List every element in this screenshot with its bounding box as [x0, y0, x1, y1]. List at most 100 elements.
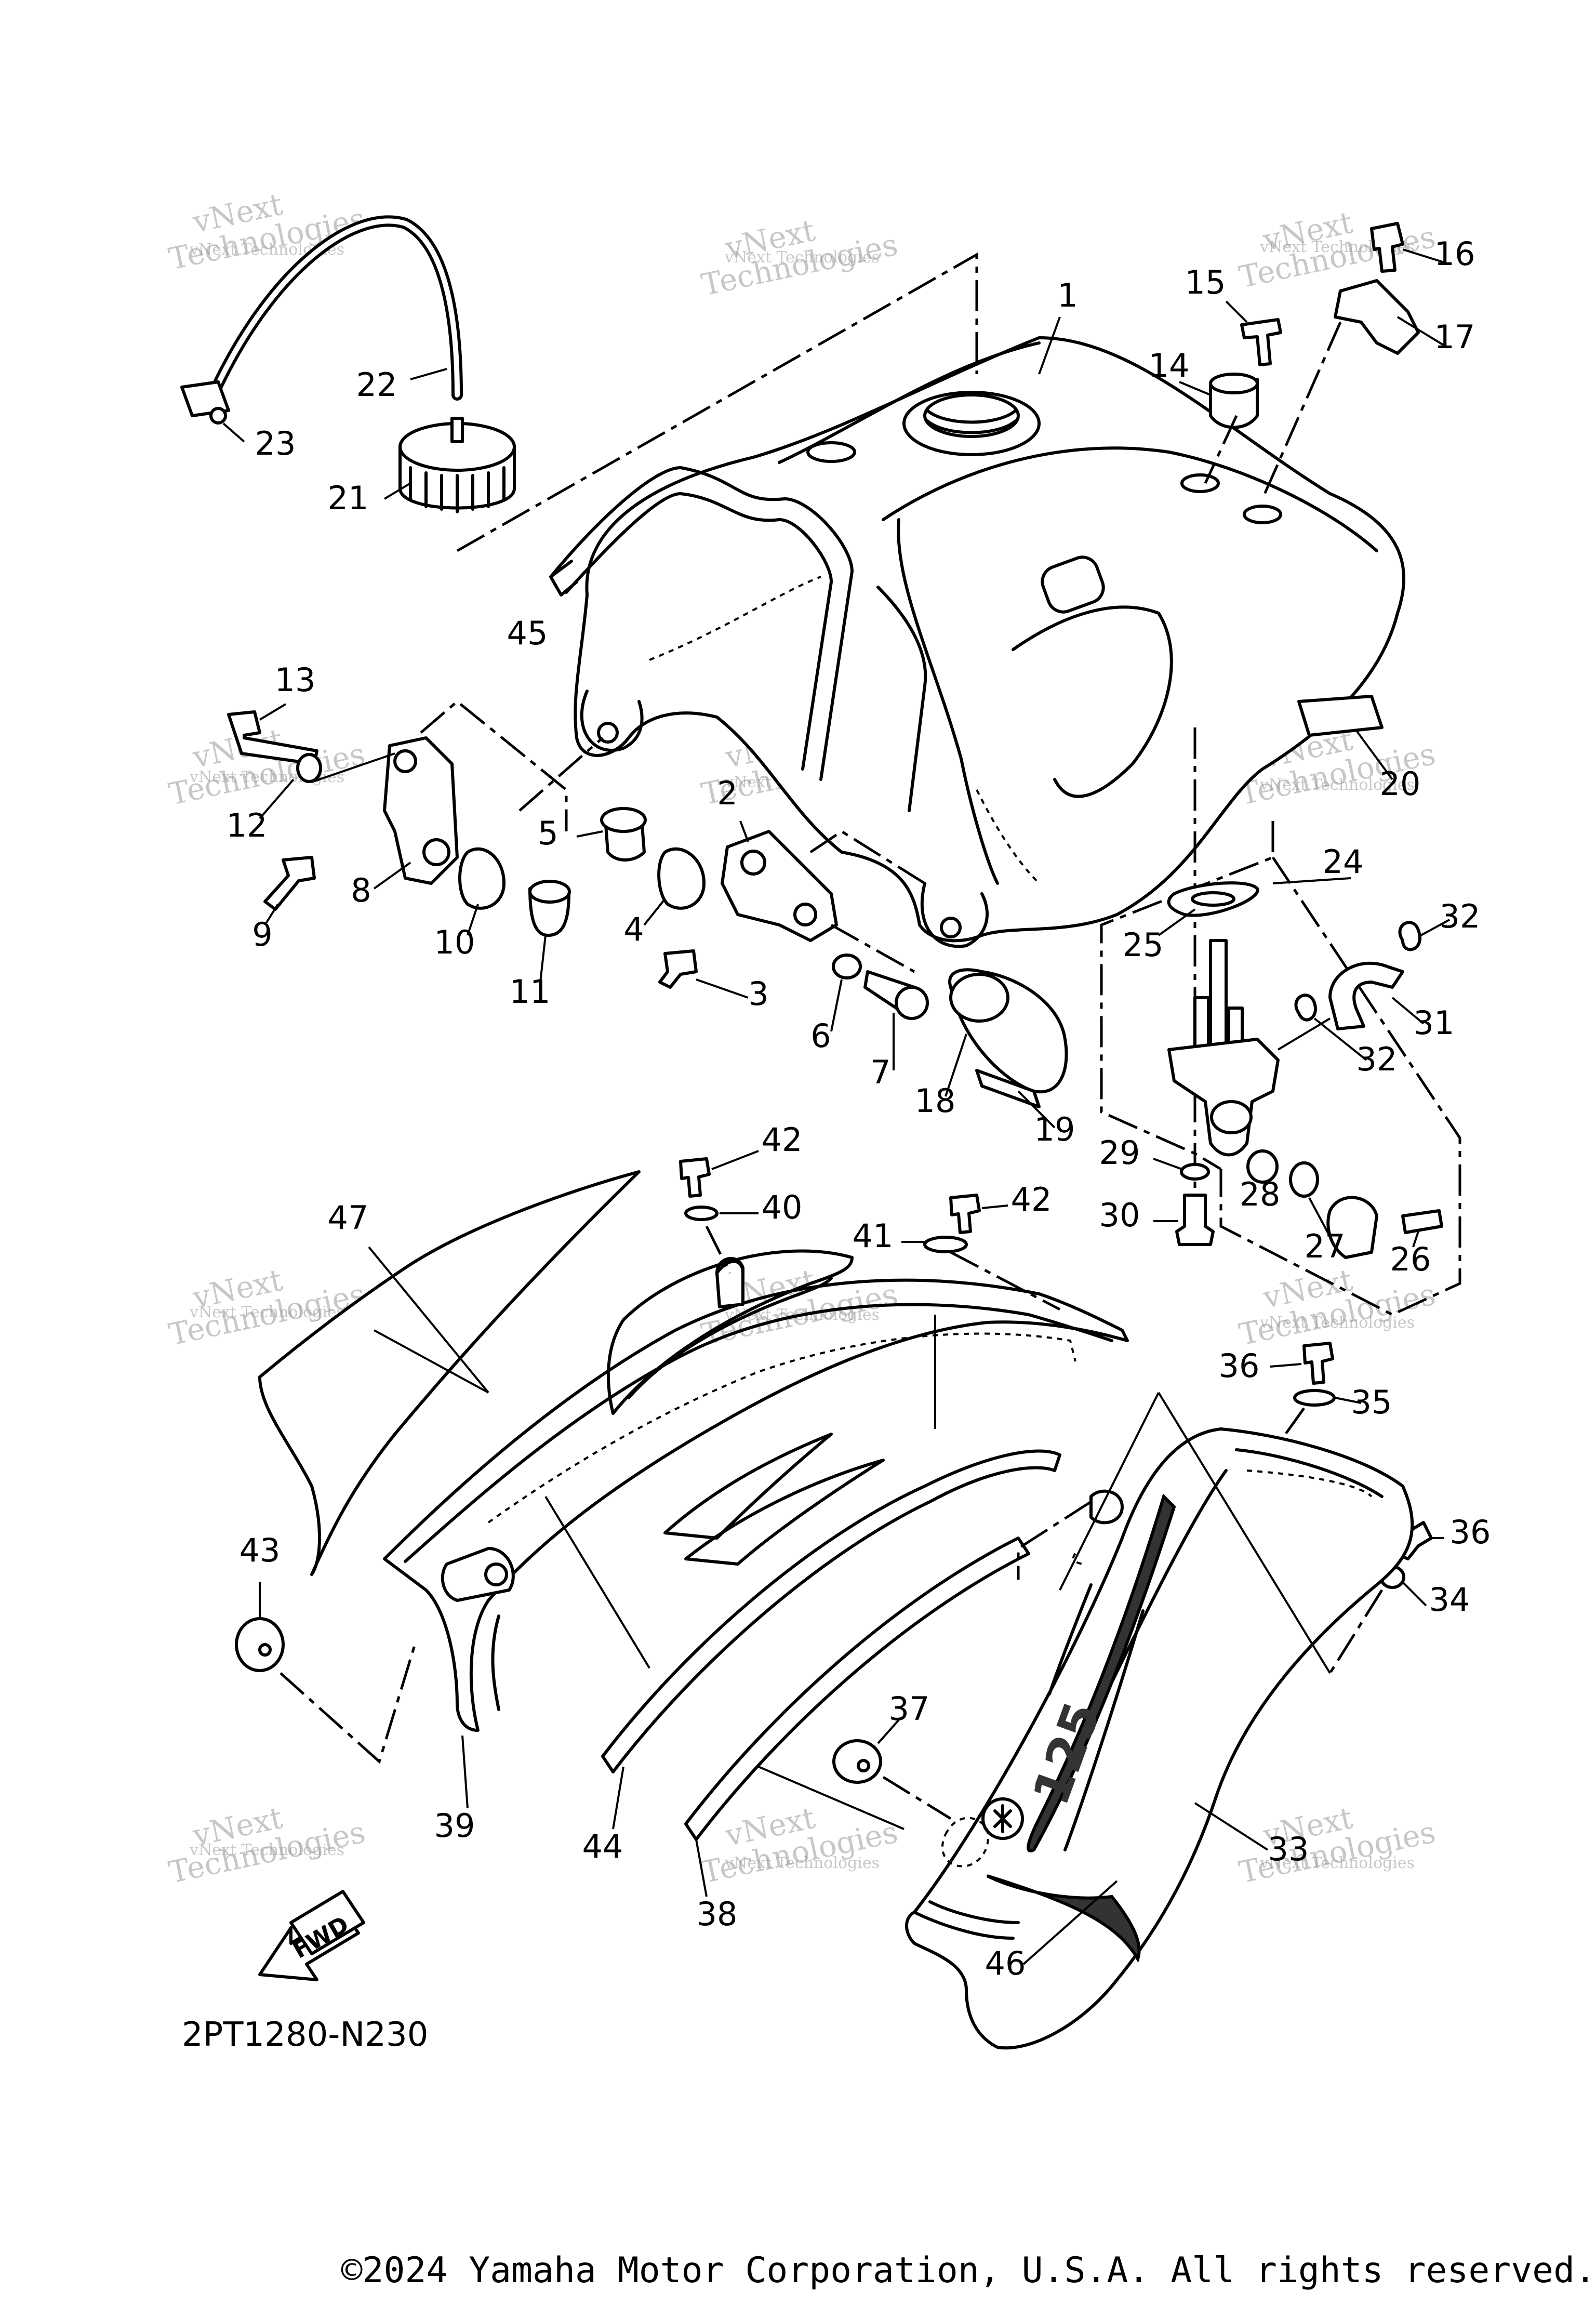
callout-2: 2 — [717, 774, 737, 812]
shroud-33-hidden-edge — [1072, 1469, 1373, 1565]
leader-35 — [1335, 1397, 1362, 1404]
guide-43 — [280, 1641, 417, 1764]
leader-33c — [1158, 1392, 1331, 1674]
callout-47: 47 — [328, 1199, 369, 1237]
callout-7: 7 — [870, 1053, 890, 1091]
shroud-39-stripe-2 — [684, 1459, 885, 1566]
top-right-hardware — [1209, 222, 1420, 737]
screw-26 — [1401, 1209, 1443, 1234]
guide-37 — [882, 1776, 952, 1820]
decal-46-outline — [1048, 1583, 1145, 1851]
leader-32a — [1420, 919, 1450, 936]
watermark-small: vNext Technologies — [1259, 1314, 1415, 1332]
leader-37 — [877, 1719, 900, 1744]
leader-44 — [612, 1766, 624, 1830]
fastener-37-head — [832, 1739, 882, 1784]
callout-42: 42 — [762, 1121, 803, 1159]
bracket-8-hole-2 — [422, 838, 450, 866]
boot-opening — [949, 973, 1009, 1023]
callout-8: 8 — [351, 871, 371, 909]
callout-40: 40 — [762, 1188, 803, 1226]
boot-assembly — [948, 968, 1068, 1108]
watermark: vNext Technologies — [1236, 1800, 1439, 1890]
left-mount-guide — [420, 699, 604, 831]
callout-45: 45 — [507, 614, 548, 652]
callout-32: 32 — [1356, 1040, 1398, 1078]
leader-17 — [1396, 316, 1445, 347]
callout-15: 15 — [1185, 263, 1226, 301]
bracket-17 — [1334, 279, 1420, 355]
watermark-small: vNext Technologies — [1259, 776, 1415, 794]
decal-38 — [684, 1537, 1030, 1841]
filler-threads — [926, 409, 1017, 434]
tank-mount-boss-2 — [1180, 473, 1220, 493]
clip-32-bottom — [1294, 994, 1317, 1022]
fastener-43 — [235, 1617, 285, 1672]
shroud-39-outer — [383, 1278, 1129, 1732]
bracket-2-hole-2 — [793, 903, 817, 926]
callout-3: 3 — [748, 975, 768, 1013]
bolt-16 — [1370, 222, 1404, 273]
leader-20 — [1355, 729, 1393, 780]
washer-35 — [1293, 1389, 1336, 1407]
callout-46: 46 — [985, 1944, 1026, 1982]
watermark-small: vNext Technologies — [1259, 1854, 1415, 1872]
shroud-39-louver-inner — [627, 1277, 833, 1399]
bolt-42a — [679, 1157, 711, 1198]
frame-bar-inner — [565, 492, 833, 771]
screw-15 — [1240, 318, 1282, 366]
shroud-39-inner — [404, 1303, 1113, 1711]
callout-22: 22 — [356, 366, 397, 404]
bolt-7-head — [895, 986, 929, 1020]
leader-10 — [467, 904, 479, 936]
fuel-cock-outline — [1100, 821, 1461, 1316]
leader-13 — [259, 703, 287, 721]
leader-44b — [544, 1495, 650, 1669]
tank-side-panel — [897, 518, 1173, 885]
leader-33 — [1194, 1802, 1269, 1851]
o-ring-28 — [1246, 1149, 1279, 1184]
breather-hose-inner — [210, 218, 460, 398]
leader-47b — [374, 1329, 489, 1394]
fuel-tank — [574, 336, 1406, 948]
shroud-39-tab-hole — [484, 1563, 508, 1586]
leader-16 — [1402, 248, 1445, 263]
shroud-39-hidden-edge — [487, 1332, 1076, 1524]
shroud-33-grommet — [1089, 1489, 1124, 1525]
watermark: vNext Technologies — [166, 1800, 368, 1890]
decal-46-stripe — [1027, 1493, 1176, 1852]
tank-frame-bar — [549, 466, 927, 812]
hose-clip-pin — [209, 407, 227, 425]
breather-hose-group — [180, 215, 516, 513]
callout-34: 34 — [1429, 1581, 1470, 1619]
leader-39 — [461, 1735, 469, 1809]
tank-mount-boss-3 — [1243, 505, 1282, 524]
right-mount-guide — [809, 830, 926, 973]
callout-26: 26 — [1390, 1240, 1431, 1278]
washer-40 — [684, 1206, 719, 1221]
tank-cap-guide — [456, 252, 978, 552]
side-cover-47-body — [258, 1170, 641, 1576]
leader-5 — [576, 830, 603, 838]
callout-43: 43 — [240, 1531, 281, 1569]
callout-6: 6 — [810, 1017, 831, 1055]
shroud-33-body — [905, 1427, 1414, 2050]
left-mount-hardware — [227, 710, 571, 937]
leader-42a — [711, 1150, 759, 1170]
callout-5: 5 — [538, 814, 558, 852]
fastener-43-center — [258, 1643, 272, 1657]
washer-41 — [923, 1236, 968, 1253]
callout-10: 10 — [434, 923, 475, 961]
decal-46-swoosh — [986, 1874, 1141, 1963]
fuel-cap-nipple — [450, 417, 464, 443]
leader-38b — [758, 1766, 905, 1830]
watermark: vNext Technologies — [166, 722, 368, 812]
fuel-hose-31 — [1328, 961, 1404, 1030]
leader-26 — [1412, 1231, 1419, 1248]
tank-mount-tab-right — [920, 882, 989, 948]
fastener-37-center — [857, 1759, 870, 1772]
callout-31: 31 — [1414, 1004, 1455, 1042]
callout-24: 24 — [1323, 843, 1364, 881]
